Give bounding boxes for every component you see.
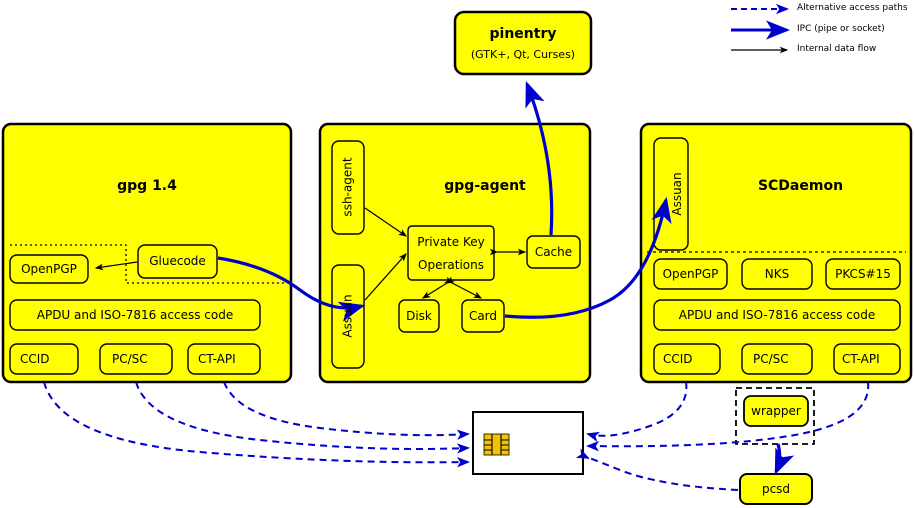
agent-sshagent-shape xyxy=(331,140,365,235)
scd-apdu-shape xyxy=(653,299,901,331)
scd-assuan-shape xyxy=(653,137,689,251)
gpg-gluecode-shape xyxy=(137,244,218,279)
agent-disk-shape xyxy=(398,299,440,333)
gpg-ctapi-shape xyxy=(187,343,261,375)
smartcard-chip-icon xyxy=(483,433,510,456)
gpg-openpgp-shape xyxy=(9,254,89,284)
gpg-ccid-shape xyxy=(9,343,79,375)
scd-ctapi-shape xyxy=(833,343,901,375)
gpg-pcsc-shape xyxy=(99,343,173,375)
ipc-cache-to-pinentry xyxy=(525,81,554,236)
agent-privatekey-shape xyxy=(407,225,495,281)
wrapper-dashed-region xyxy=(735,387,815,445)
gpg-apdu-shape xyxy=(9,299,261,331)
wrapper-box-shape xyxy=(743,395,809,427)
ipc-gpg-to-agent xyxy=(217,256,366,322)
alt-gpg-ccid-to-card xyxy=(43,381,470,468)
pinentry-box-shape xyxy=(453,10,593,76)
alt-scd-ctapi-to-card xyxy=(586,381,870,452)
alt-gpg-ctapi-to-card xyxy=(223,381,470,440)
scd-pkcs15-shape xyxy=(825,258,901,290)
ipc-agent-to-scdaemon xyxy=(504,196,672,319)
alt-pcsd-to-card xyxy=(575,448,739,491)
arrow-gluecode-to-openpgp xyxy=(94,261,138,271)
alt-gpg-pcsc-to-card xyxy=(135,381,470,454)
scd-nks-shape xyxy=(741,258,813,290)
arrow-pko-card xyxy=(444,276,483,299)
arrow-pko-disk xyxy=(421,276,455,299)
scd-openpgp-shape xyxy=(653,258,728,290)
arrow-sshagent-to-pko xyxy=(364,207,407,237)
agent-card-shape xyxy=(461,299,505,333)
arrow-assuan-to-pko xyxy=(364,253,407,301)
scd-ccid-shape xyxy=(653,343,721,375)
scd-pcsc-shape xyxy=(741,343,813,375)
pcsd-box-shape xyxy=(739,473,813,505)
alt-scd-ccid-to-card xyxy=(586,381,688,442)
agent-assuan-shape xyxy=(331,264,365,369)
agent-cache-shape xyxy=(526,235,581,269)
ipc-wrapper-to-pcsd xyxy=(774,443,795,475)
